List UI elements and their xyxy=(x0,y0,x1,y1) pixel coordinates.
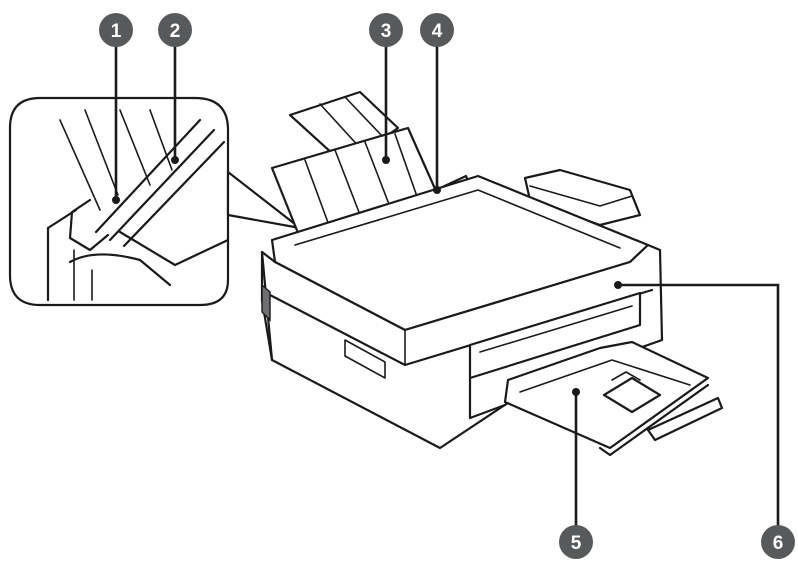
callout-number: 2 xyxy=(170,21,181,42)
inset-pointer xyxy=(226,170,302,230)
callout-number: 5 xyxy=(571,533,582,554)
callout-5: 5 xyxy=(559,525,593,559)
callout-number: 4 xyxy=(432,21,443,42)
callout-number: 3 xyxy=(381,21,392,42)
leader-lines xyxy=(112,46,780,528)
callout-1: 1 xyxy=(99,13,133,47)
callout-number: 1 xyxy=(111,21,122,42)
printer-illustration xyxy=(260,90,724,457)
callout-3: 3 xyxy=(369,13,403,47)
callout-4: 4 xyxy=(420,13,454,47)
callout-number: 6 xyxy=(773,533,784,554)
callout-6: 6 xyxy=(761,525,795,559)
callout-2: 2 xyxy=(158,13,192,47)
